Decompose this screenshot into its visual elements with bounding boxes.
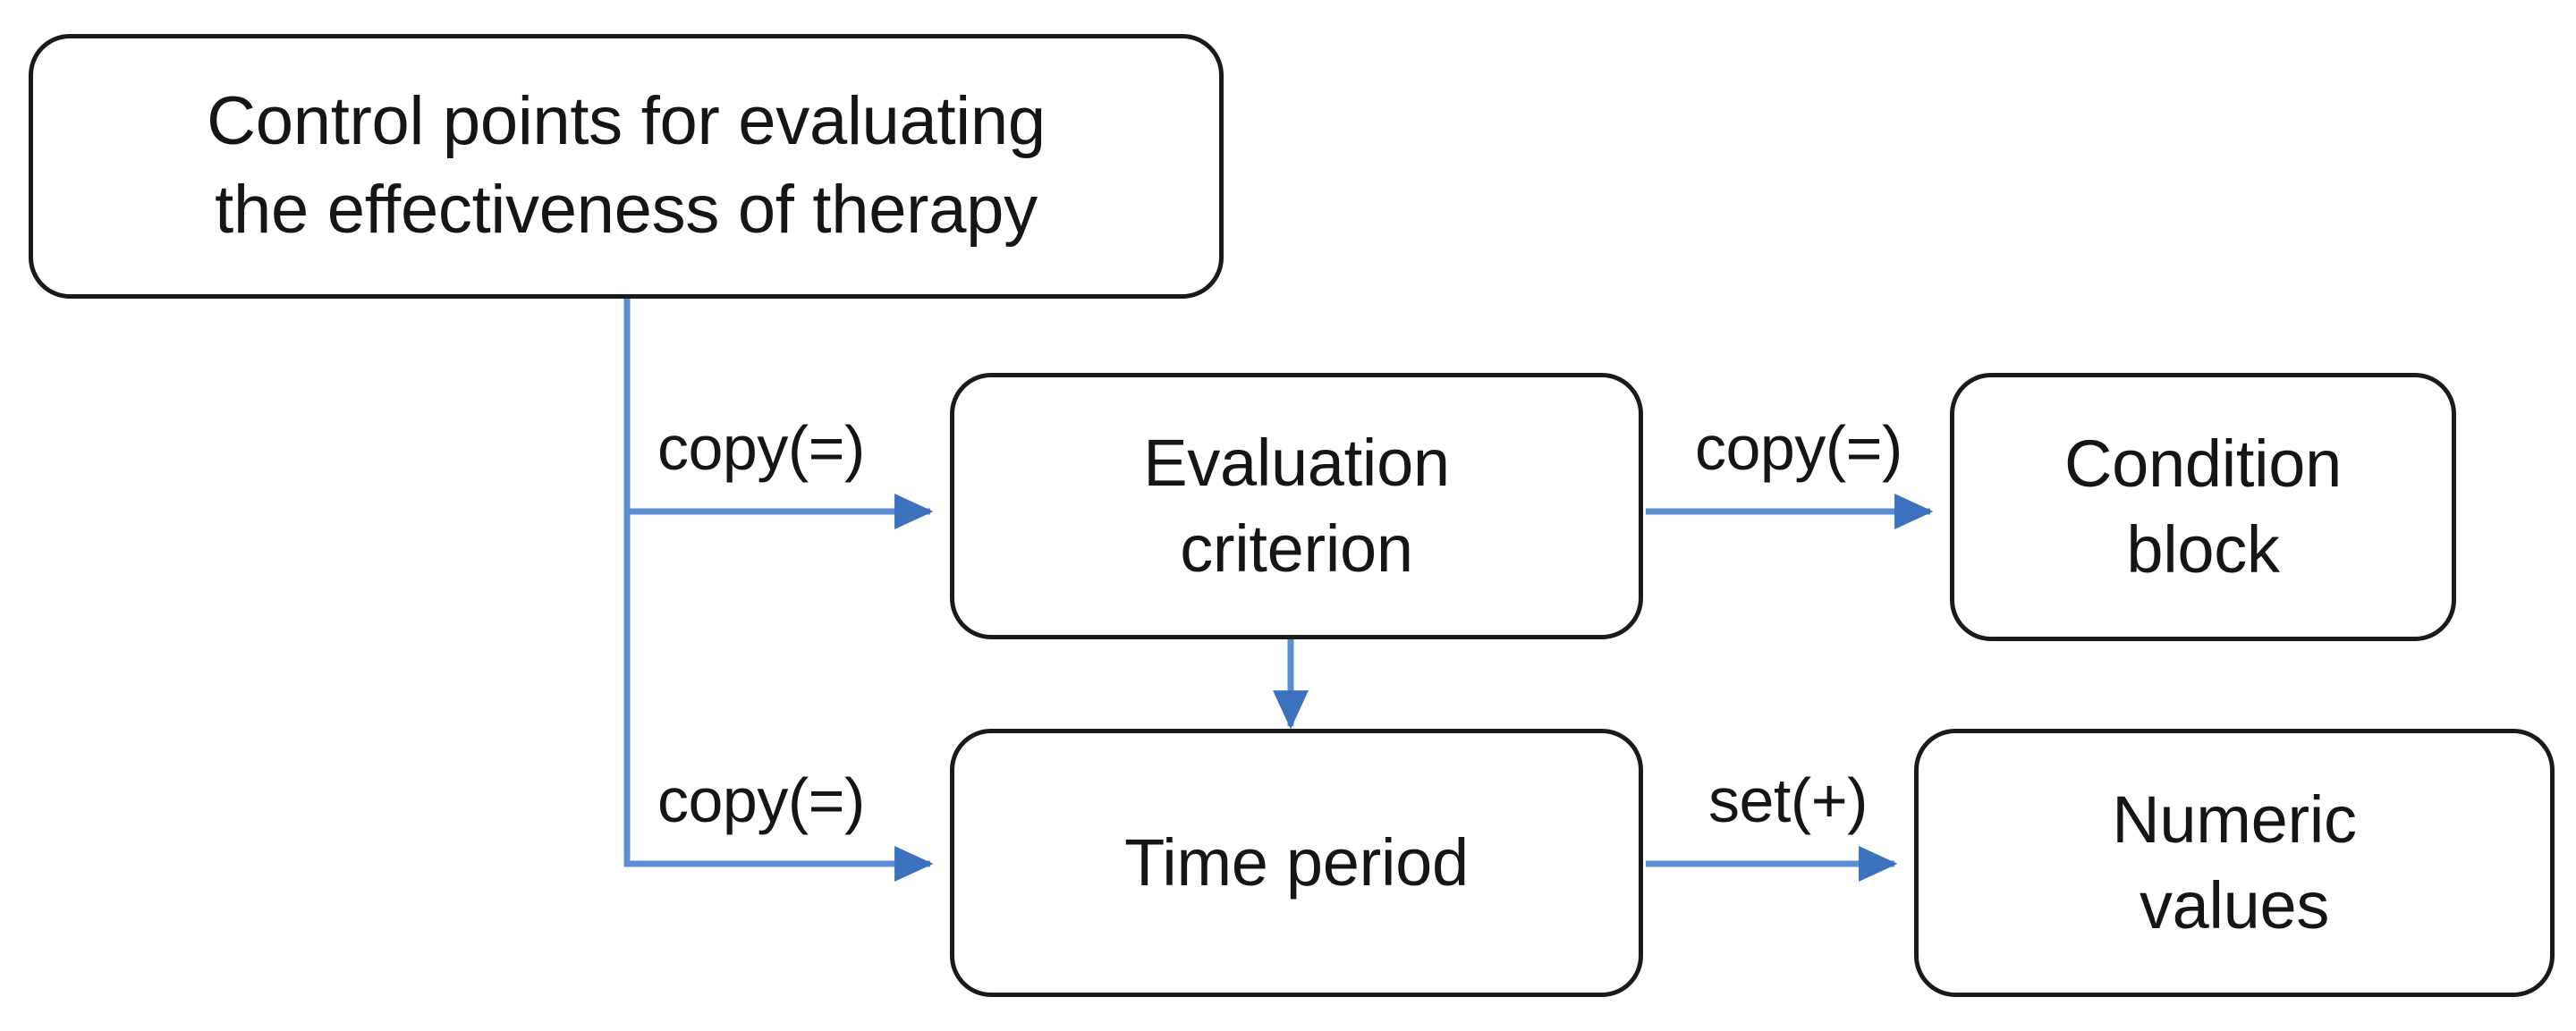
node-control-points-label: Control points for evaluating the effect… [207,83,1046,248]
edge-label-control-to-evaluation: copy(=) [657,413,865,483]
edge-label-evaluation-to-condition: copy(=) [1695,413,1902,483]
node-time-period-label: Time period [1124,824,1469,900]
node-time-period[interactable]: Time period [950,729,1643,997]
node-numeric-values[interactable]: Numeric values [1914,729,2555,997]
node-condition-block[interactable]: Condition block [1950,373,2456,641]
node-evaluation-criterion[interactable]: Evaluation criterion [950,373,1643,639]
edge-label-time-to-numeric: set(+) [1708,765,1868,835]
node-condition-block-label: Condition block [2064,426,2342,587]
node-control-points[interactable]: Control points for evaluating the effect… [29,34,1224,299]
node-evaluation-criterion-label: Evaluation criterion [1143,425,1450,586]
node-numeric-values-label: Numeric values [2112,782,2357,942]
edge-label-control-to-time: copy(=) [657,765,865,835]
